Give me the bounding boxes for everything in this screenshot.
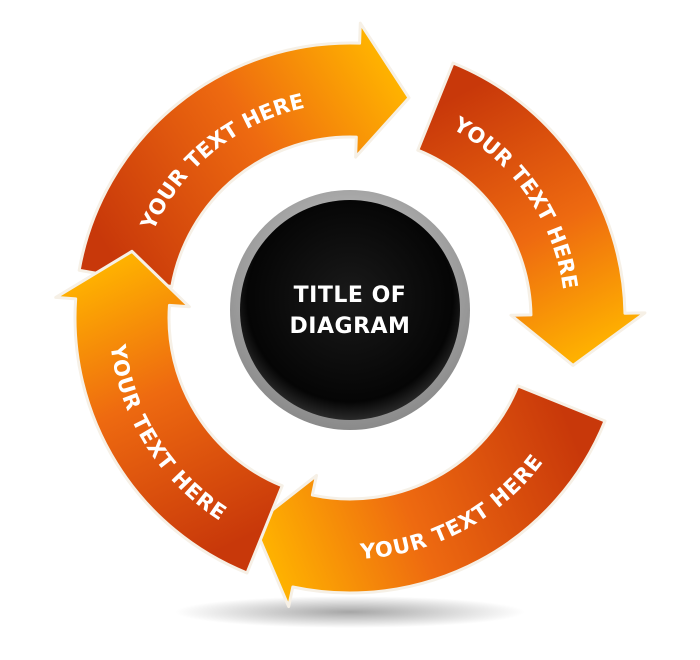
- cycle-arrow-shape: [416, 61, 647, 367]
- cycle-arrow-shape: [54, 249, 284, 575]
- cycle-arrow-shape: [252, 384, 607, 609]
- ground-shadow: [175, 596, 525, 628]
- cycle-arrow-shape: [77, 21, 411, 289]
- diagram-title-line1: TITLE OF: [294, 283, 407, 308]
- diagram-title-line2: DIAGRAM: [290, 314, 411, 339]
- center-title-disc: TITLE OF DIAGRAM: [230, 190, 470, 430]
- center-inner-disc: [240, 200, 460, 420]
- cycle-arrow-3: YOUR TEXT HERE: [252, 384, 607, 609]
